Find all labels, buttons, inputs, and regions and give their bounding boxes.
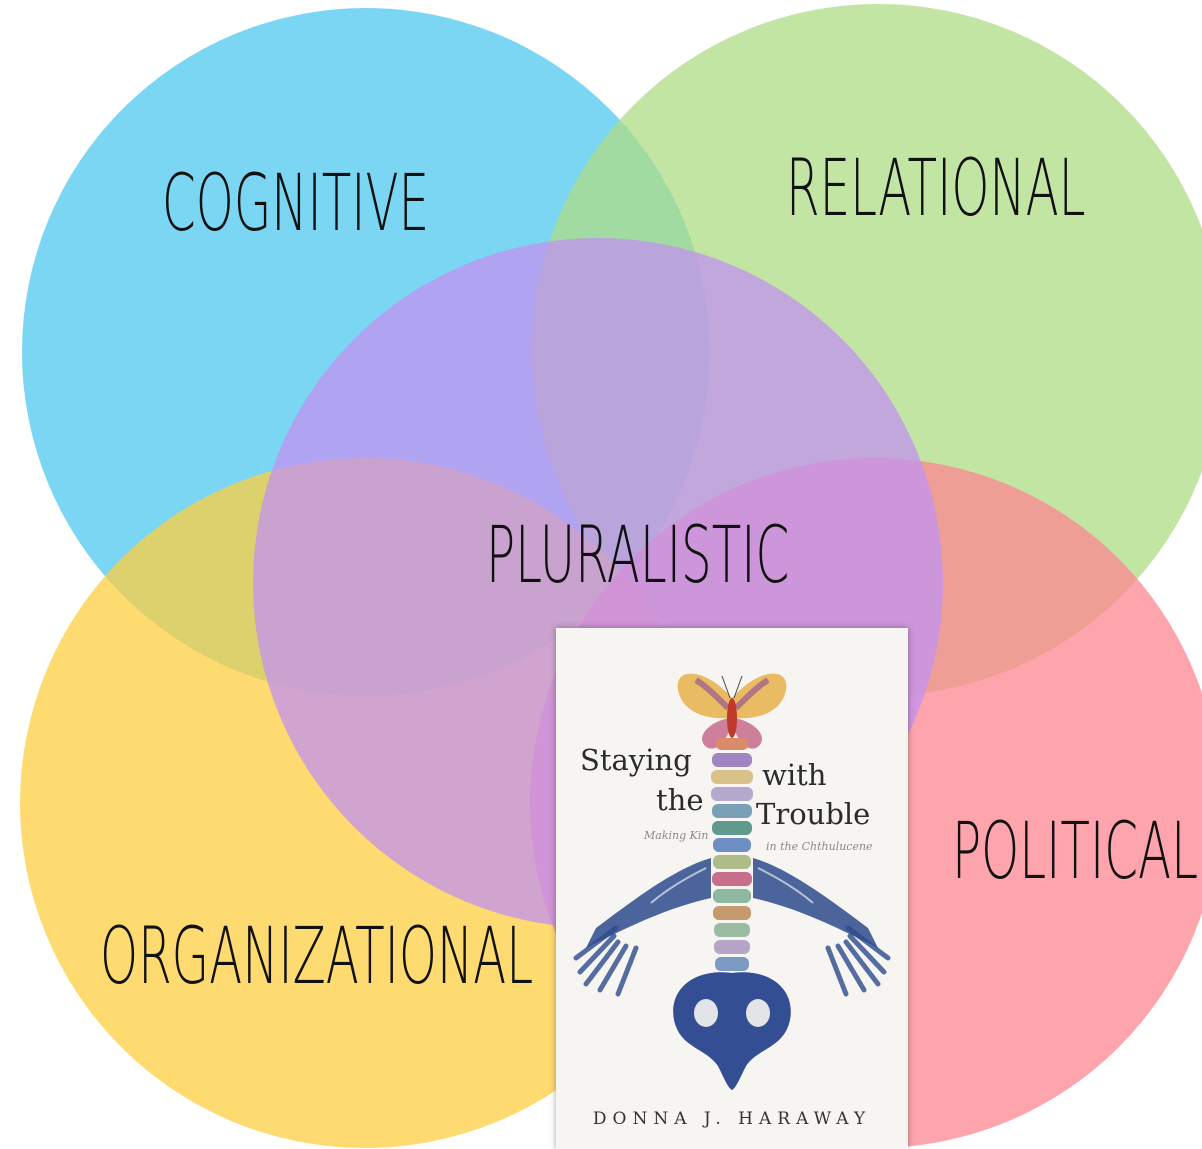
book-cover-image: Staying the with Trouble Making Kin in t… — [556, 628, 908, 1149]
book-subtitle-chthulucene: in the Chthulucene — [766, 840, 873, 853]
left-foot-icon — [573, 858, 711, 997]
political-label: POLITICAL — [952, 807, 1199, 897]
butterfly-icon — [677, 673, 787, 749]
organizational-label: ORGANIZATIONAL — [100, 912, 534, 1002]
spine-icon — [711, 738, 753, 971]
relational-label: RELATIONAL — [786, 144, 1086, 234]
book-title-with: with — [762, 758, 827, 792]
book-title-trouble: Trouble — [756, 797, 871, 831]
cognitive-label: COGNITIVE — [162, 159, 430, 249]
book-cover-artwork — [573, 673, 891, 1090]
book-title-the: the — [656, 783, 704, 817]
book-subtitle-making-kin: Making Kin — [644, 829, 709, 842]
pelvis-icon — [673, 972, 791, 1090]
book-title-staying: Staying — [580, 743, 692, 777]
book-author: DONNA J. HARAWAY — [592, 1109, 872, 1129]
pluralistic-label: PLURALISTIC — [486, 511, 790, 601]
right-foot-icon — [753, 858, 891, 997]
